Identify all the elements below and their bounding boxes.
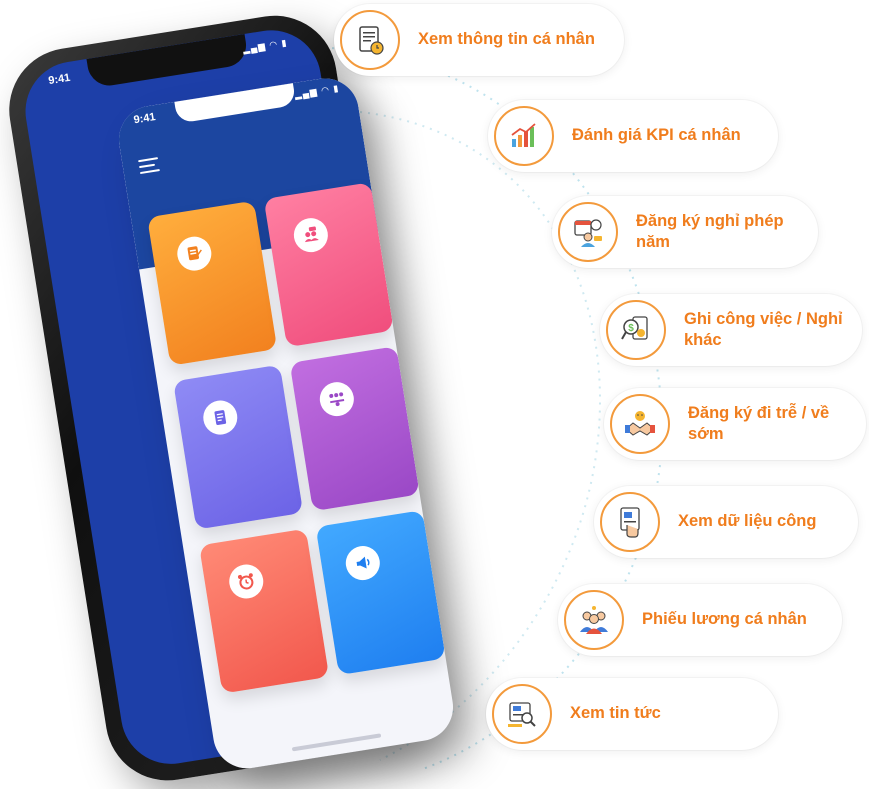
- home-indicator: [291, 733, 382, 752]
- feature-news[interactable]: Xem tin tức: [486, 678, 778, 750]
- feature-label: Đăng ký nghỉ phép năm: [636, 211, 784, 251]
- document-icon: [200, 398, 240, 438]
- clipboard-pen-icon: [174, 234, 214, 274]
- back-phone-time: 9:41: [47, 71, 72, 88]
- feature-label: Đánh giá KPI cá nhân: [572, 126, 741, 145]
- handshake-icon: [610, 394, 670, 454]
- touch-document-icon: [600, 492, 660, 552]
- tile-red[interactable]: [199, 528, 330, 694]
- feature-label: Đăng ký đi trễ / về sớm: [688, 403, 830, 443]
- feature-kpi[interactable]: Đánh giá KPI cá nhân: [488, 100, 778, 172]
- tile-blue[interactable]: [315, 510, 446, 676]
- feature-label: Xem dữ liệu công: [678, 512, 817, 531]
- tile-pink[interactable]: [263, 182, 394, 348]
- feature-attendance-data[interactable]: Xem dữ liệu công: [594, 486, 858, 558]
- feature-late-early[interactable]: Đăng ký đi trễ / về sớm: [604, 388, 866, 460]
- svg-text:$: $: [628, 323, 634, 334]
- kpi-chart-icon: [494, 106, 554, 166]
- calendar-person-icon: [558, 202, 618, 262]
- tile-violet[interactable]: [173, 364, 304, 530]
- tile-orange[interactable]: [147, 200, 278, 366]
- team-icon: [564, 590, 624, 650]
- feature-work-log[interactable]: $ Ghi công việc / Nghỉ khác: [600, 294, 862, 366]
- feature-personal-info[interactable]: Xem thông tin cá nhân: [334, 4, 624, 76]
- back-phone-status-icons: ▂▄▆ ◠ ▮: [242, 37, 289, 55]
- feature-annual-leave[interactable]: Đăng ký nghỉ phép năm: [552, 196, 818, 268]
- feature-label: Xem thông tin cá nhân: [418, 30, 595, 49]
- news-search-icon: [492, 684, 552, 744]
- front-phone-screen: 9:41 ▂▄▆ ◠ ▮: [114, 73, 458, 774]
- people-chat-icon: [291, 215, 331, 255]
- megaphone-icon: [343, 543, 383, 583]
- tile-purple[interactable]: [289, 346, 420, 512]
- front-phone: 9:41 ▂▄▆ ◠ ▮: [114, 73, 458, 774]
- money-search-icon: $: [606, 300, 666, 360]
- feature-payslip[interactable]: Phiếu lương cá nhân: [558, 584, 842, 656]
- feature-label: Xem tin tức: [570, 704, 661, 723]
- feature-label: Phiếu lương cá nhân: [642, 610, 807, 629]
- org-chart-icon: [317, 379, 357, 419]
- alarm-clock-icon: [226, 562, 266, 601]
- personal-file-icon: [340, 10, 400, 70]
- feature-label: Ghi công việc / Nghỉ khác: [684, 309, 843, 349]
